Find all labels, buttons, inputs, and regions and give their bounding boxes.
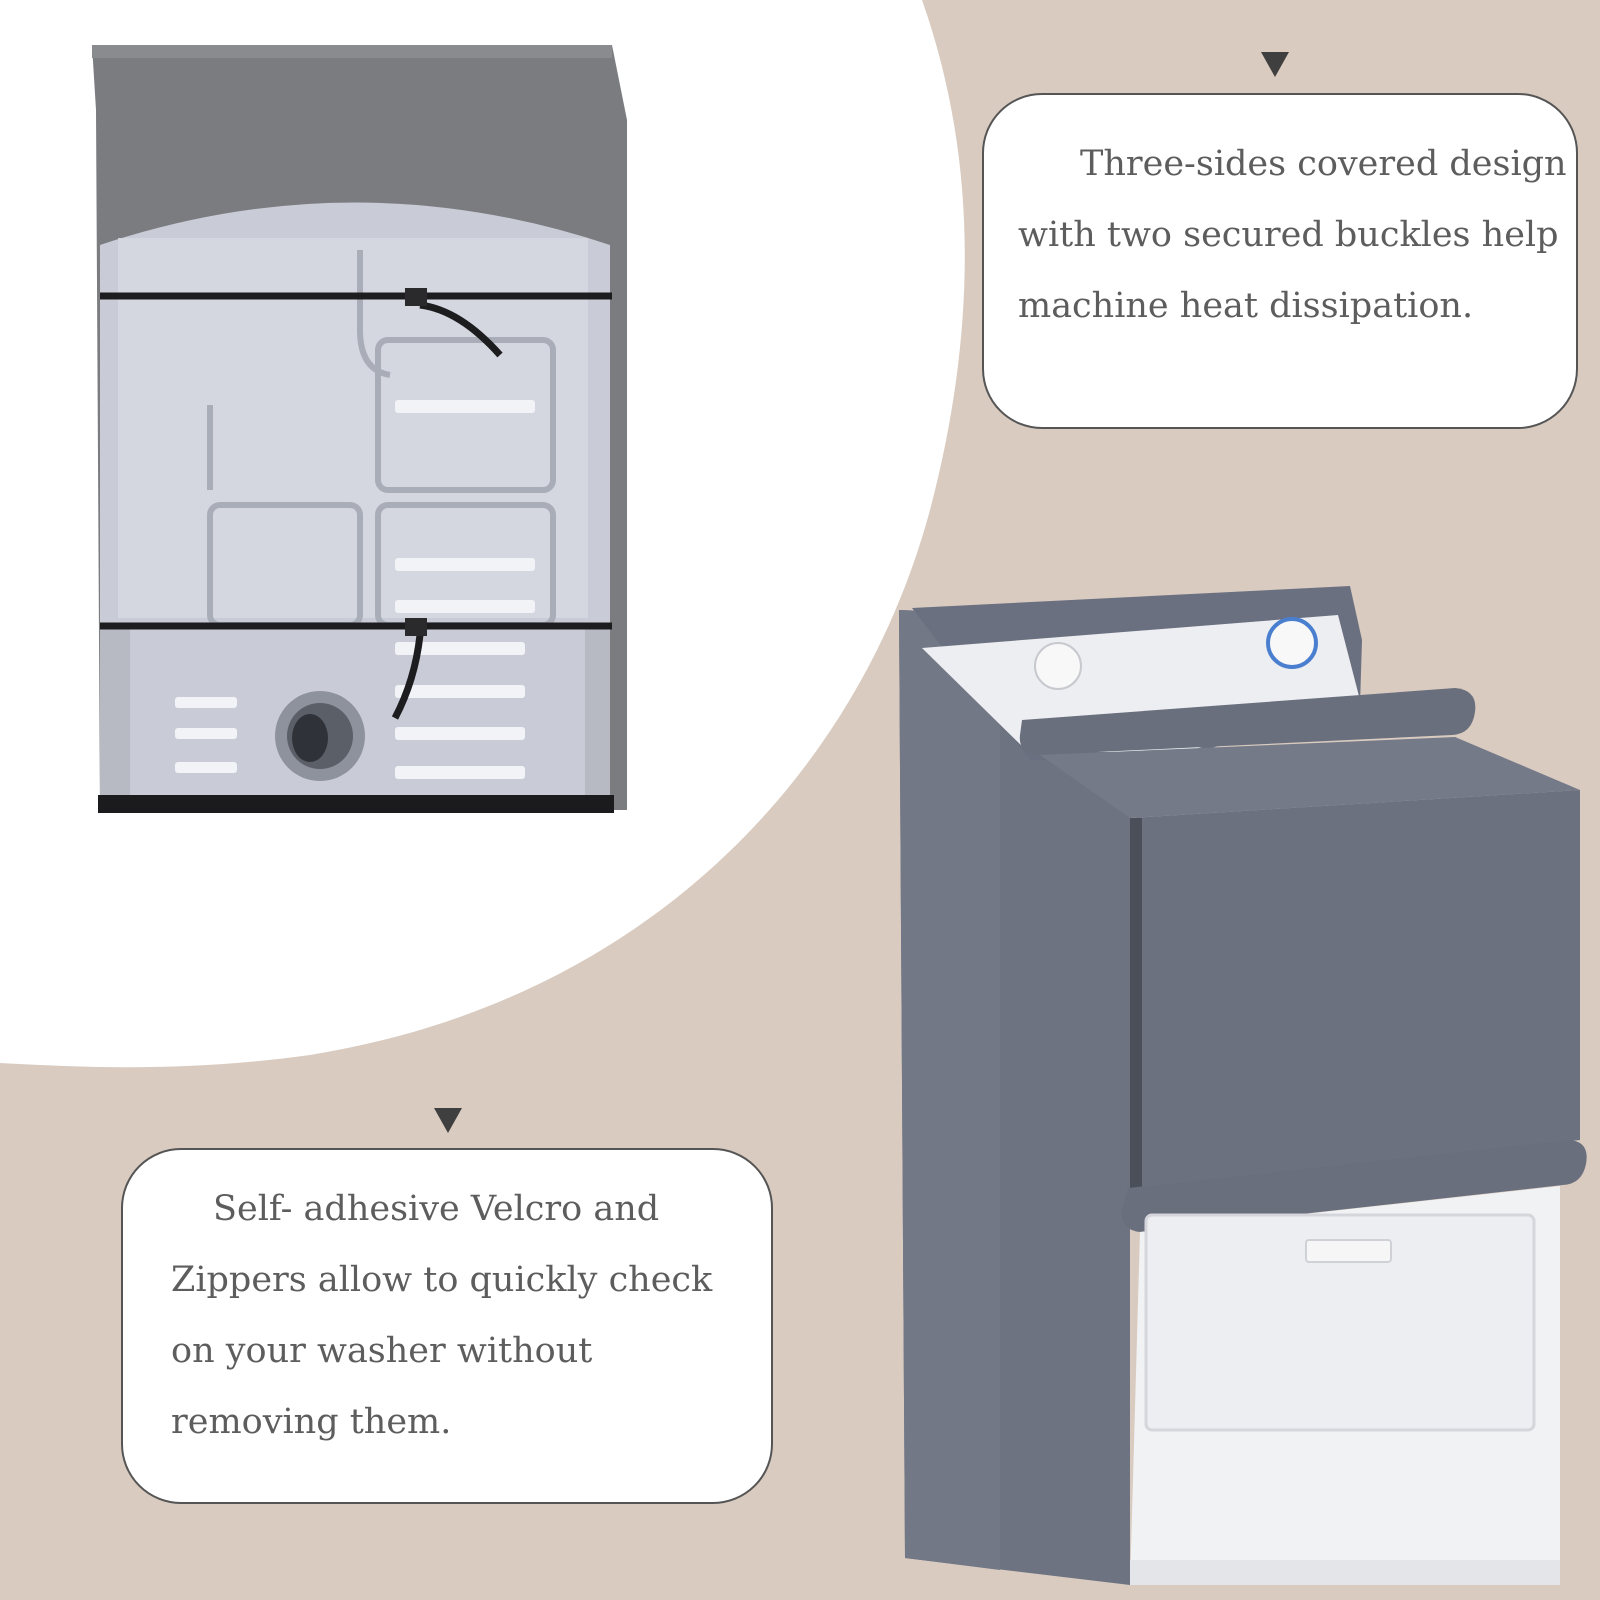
callout-line: on your washer without (171, 1331, 593, 1371)
callout-line: Self- adhesive Velcro and (213, 1189, 660, 1229)
callout-three-sides-design: Three-sides covered design with two secu… (982, 93, 1578, 429)
down-arrow-icon (1261, 52, 1289, 77)
callout-line: machine heat dissipation. (1018, 286, 1474, 326)
callout-line: Three-sides covered design (1080, 144, 1567, 184)
callout-line: removing them. (171, 1402, 452, 1442)
callout-velcro-zippers: Self- adhesive Velcro and Zippers allow … (121, 1148, 773, 1504)
back-view-photo (92, 45, 627, 813)
callout-line: Zippers allow to quickly check (171, 1260, 713, 1300)
callout-line: with two secured buckles help (1018, 215, 1559, 255)
down-arrow-icon (434, 1108, 462, 1133)
front-view-photo (899, 586, 1587, 1585)
